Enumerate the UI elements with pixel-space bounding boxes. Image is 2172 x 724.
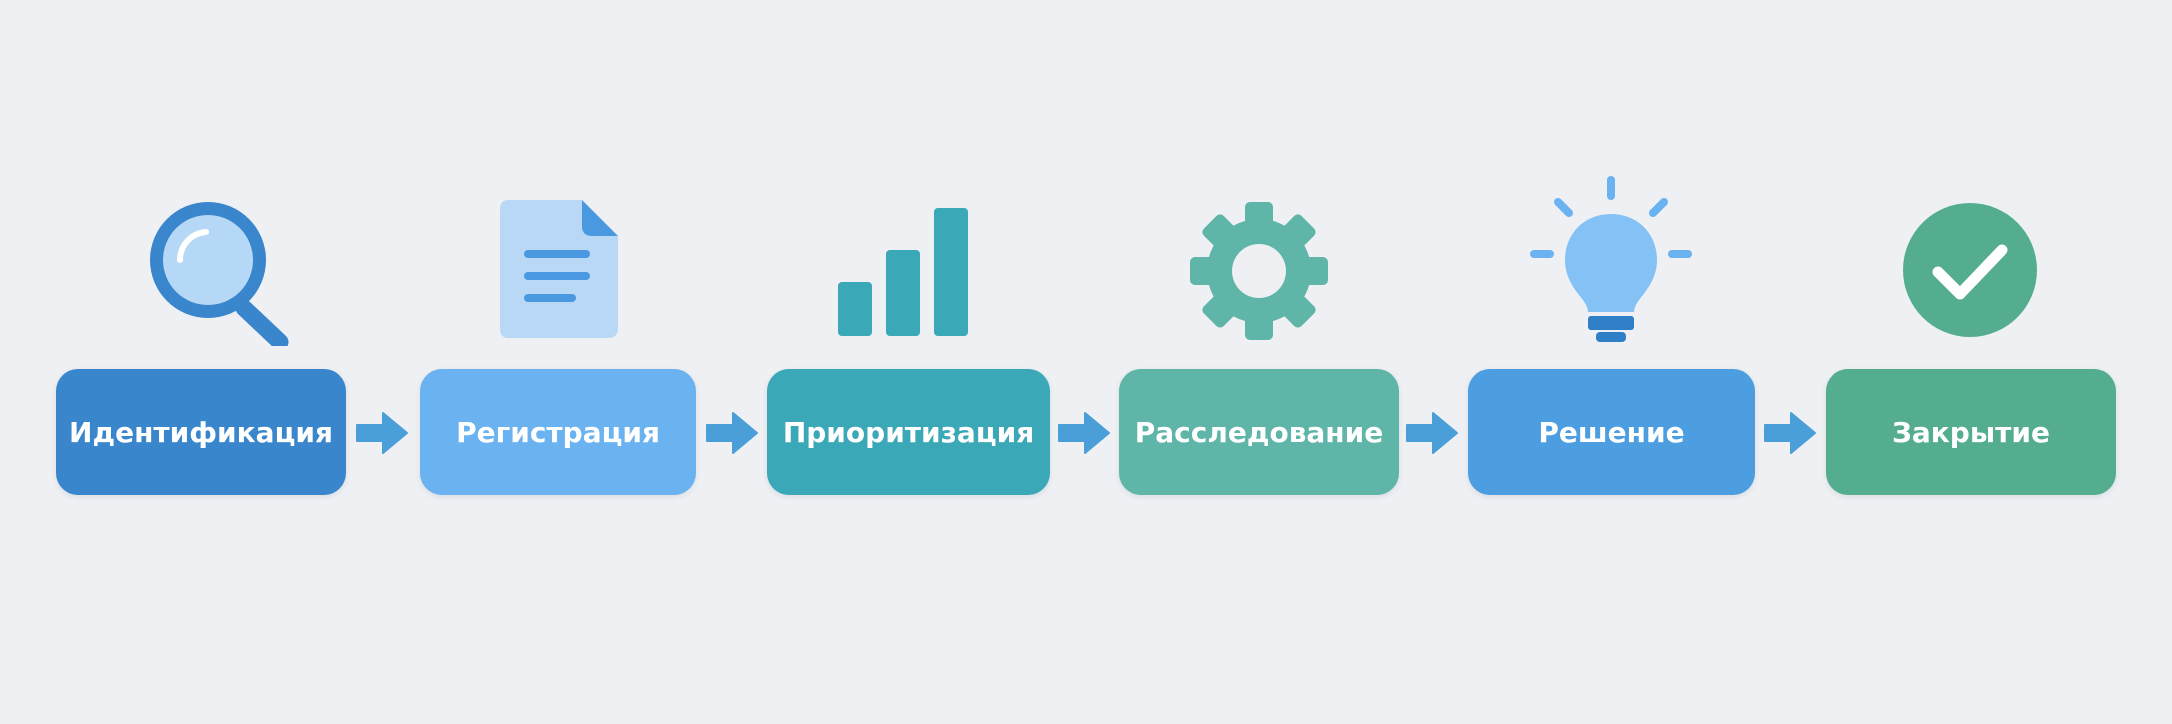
arrow-right-icon xyxy=(356,412,408,454)
step-identification: Идентификация xyxy=(56,369,346,495)
step-label: Идентификация xyxy=(69,415,333,449)
step-label: Решение xyxy=(1538,415,1685,449)
checkmark-circle-icon xyxy=(1903,203,2037,337)
step-investigation: Расследование xyxy=(1119,369,1399,495)
arrow-right-icon xyxy=(1058,412,1110,454)
step-label: Приоритизация xyxy=(782,415,1035,449)
step-registration: Регистрация xyxy=(420,369,696,495)
bar-chart-icon xyxy=(838,208,968,336)
step-resolution: Решение xyxy=(1468,369,1755,495)
arrow-right-icon xyxy=(706,412,758,454)
step-label: Закрытие xyxy=(1892,415,2050,449)
document-icon xyxy=(500,200,618,338)
arrow-right-icon xyxy=(1406,412,1458,454)
step-prioritization: Приоритизация xyxy=(767,369,1050,495)
step-label: Регистрация xyxy=(456,415,660,449)
magnifier-icon xyxy=(150,202,289,346)
lightbulb-icon xyxy=(1530,176,1692,342)
arrow-right-icon xyxy=(1764,412,1816,454)
step-label: Расследование xyxy=(1134,415,1384,449)
gear-icon xyxy=(1190,202,1328,340)
step-closure: Закрытие xyxy=(1826,369,2116,495)
